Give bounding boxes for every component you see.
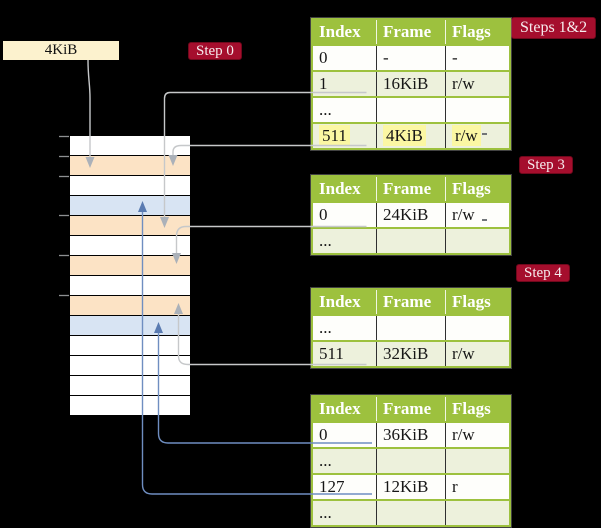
badge-step-4: Step 4 [516, 264, 570, 282]
memory-frame-row-3-mapped [70, 196, 190, 215]
table-cell: r/w [445, 70, 510, 97]
table-cell: r/w [445, 122, 510, 149]
table-cell [445, 96, 510, 123]
table-cell: - [376, 44, 446, 71]
memory-frame-row-1-page-table [70, 156, 190, 175]
column-header-frame: Frame [376, 289, 446, 315]
memory-frame-row-9-mapped [70, 316, 190, 335]
physical-memory-stack [70, 136, 190, 416]
column-header-index: Index [312, 289, 377, 315]
page-size-box: 4KiB [3, 41, 119, 60]
table-cell: 32KiB [376, 340, 446, 367]
table-cell [376, 314, 446, 341]
table-row: ... [312, 96, 510, 123]
column-header-frame: Frame [376, 396, 446, 422]
memory-frame-row-8-page-table [70, 296, 190, 315]
table-cell [445, 499, 510, 526]
column-header-flags: Flags [445, 289, 510, 315]
table-cell: 0 [312, 421, 377, 448]
table-row: ... [312, 314, 510, 341]
table-cell: 0 [312, 44, 377, 71]
column-header-index: Index [312, 19, 377, 45]
table-cell: 511 [312, 340, 377, 367]
memory-frame-row-11-free [70, 356, 190, 375]
table-cell: ... [312, 227, 377, 254]
column-header-frame: Frame [376, 176, 446, 202]
badge-step-0: Step 0 [188, 42, 242, 60]
table-cell [376, 499, 446, 526]
badge-step-3: Step 3 [519, 156, 573, 174]
memory-frame-row-13-free [70, 396, 190, 415]
table-cell: 511 [312, 122, 377, 149]
column-header-frame: Frame [376, 19, 446, 45]
highlighted-value: 511 [319, 125, 350, 146]
column-header-flags: Flags [445, 396, 510, 422]
column-header-index: Index [312, 176, 377, 202]
table-cell: ... [312, 499, 377, 526]
table-row: ... [312, 499, 510, 526]
memory-frame-row-5-free [70, 236, 190, 255]
column-header-index: Index [312, 396, 377, 422]
table-cell: r/w [445, 201, 510, 228]
table-cell: ... [312, 96, 377, 123]
table-cell: - [445, 44, 510, 71]
table-cell: 127 [312, 473, 377, 500]
table-cell: 1 [312, 70, 377, 97]
table-cell: 0 [312, 201, 377, 228]
highlighted-value: 4KiB [383, 125, 426, 146]
table-cell [376, 227, 446, 254]
table-cell: ... [312, 447, 377, 474]
memory-frame-row-10-free [70, 336, 190, 355]
memory-frame-row-12-free [70, 376, 190, 395]
memory-frame-row-2-free [70, 176, 190, 195]
table-row: 0-- [312, 44, 510, 71]
table-cell: 16KiB [376, 70, 446, 97]
table-cell: 24KiB [376, 201, 446, 228]
memory-frame-row-6-page-table [70, 256, 190, 275]
table-cell: ... [312, 314, 377, 341]
memory-frame-row-0-free [70, 136, 190, 155]
table-cell: r [445, 473, 510, 500]
memory-frame-row-4-page-table [70, 216, 190, 235]
table-cell [445, 227, 510, 254]
table-cell: 12KiB [376, 473, 446, 500]
table-row: ... [312, 447, 510, 474]
table-cell [445, 447, 510, 474]
highlighted-value: r/w [452, 125, 481, 146]
memory-frame-row-7-free [70, 276, 190, 295]
column-header-flags: Flags [445, 19, 510, 45]
table-cell [445, 314, 510, 341]
table-cell: 4KiB [376, 122, 446, 149]
table-cell [376, 96, 446, 123]
table-cell: r/w [445, 340, 510, 367]
table-cell [376, 447, 446, 474]
table-cell: 36KiB [376, 421, 446, 448]
badge-steps-1-2: Steps 1&2 [511, 17, 597, 39]
table-row: 511 4KiB r/w [312, 122, 510, 149]
column-header-flags: Flags [445, 176, 510, 202]
table-cell: r/w [445, 421, 510, 448]
table-row: ... [312, 227, 510, 254]
